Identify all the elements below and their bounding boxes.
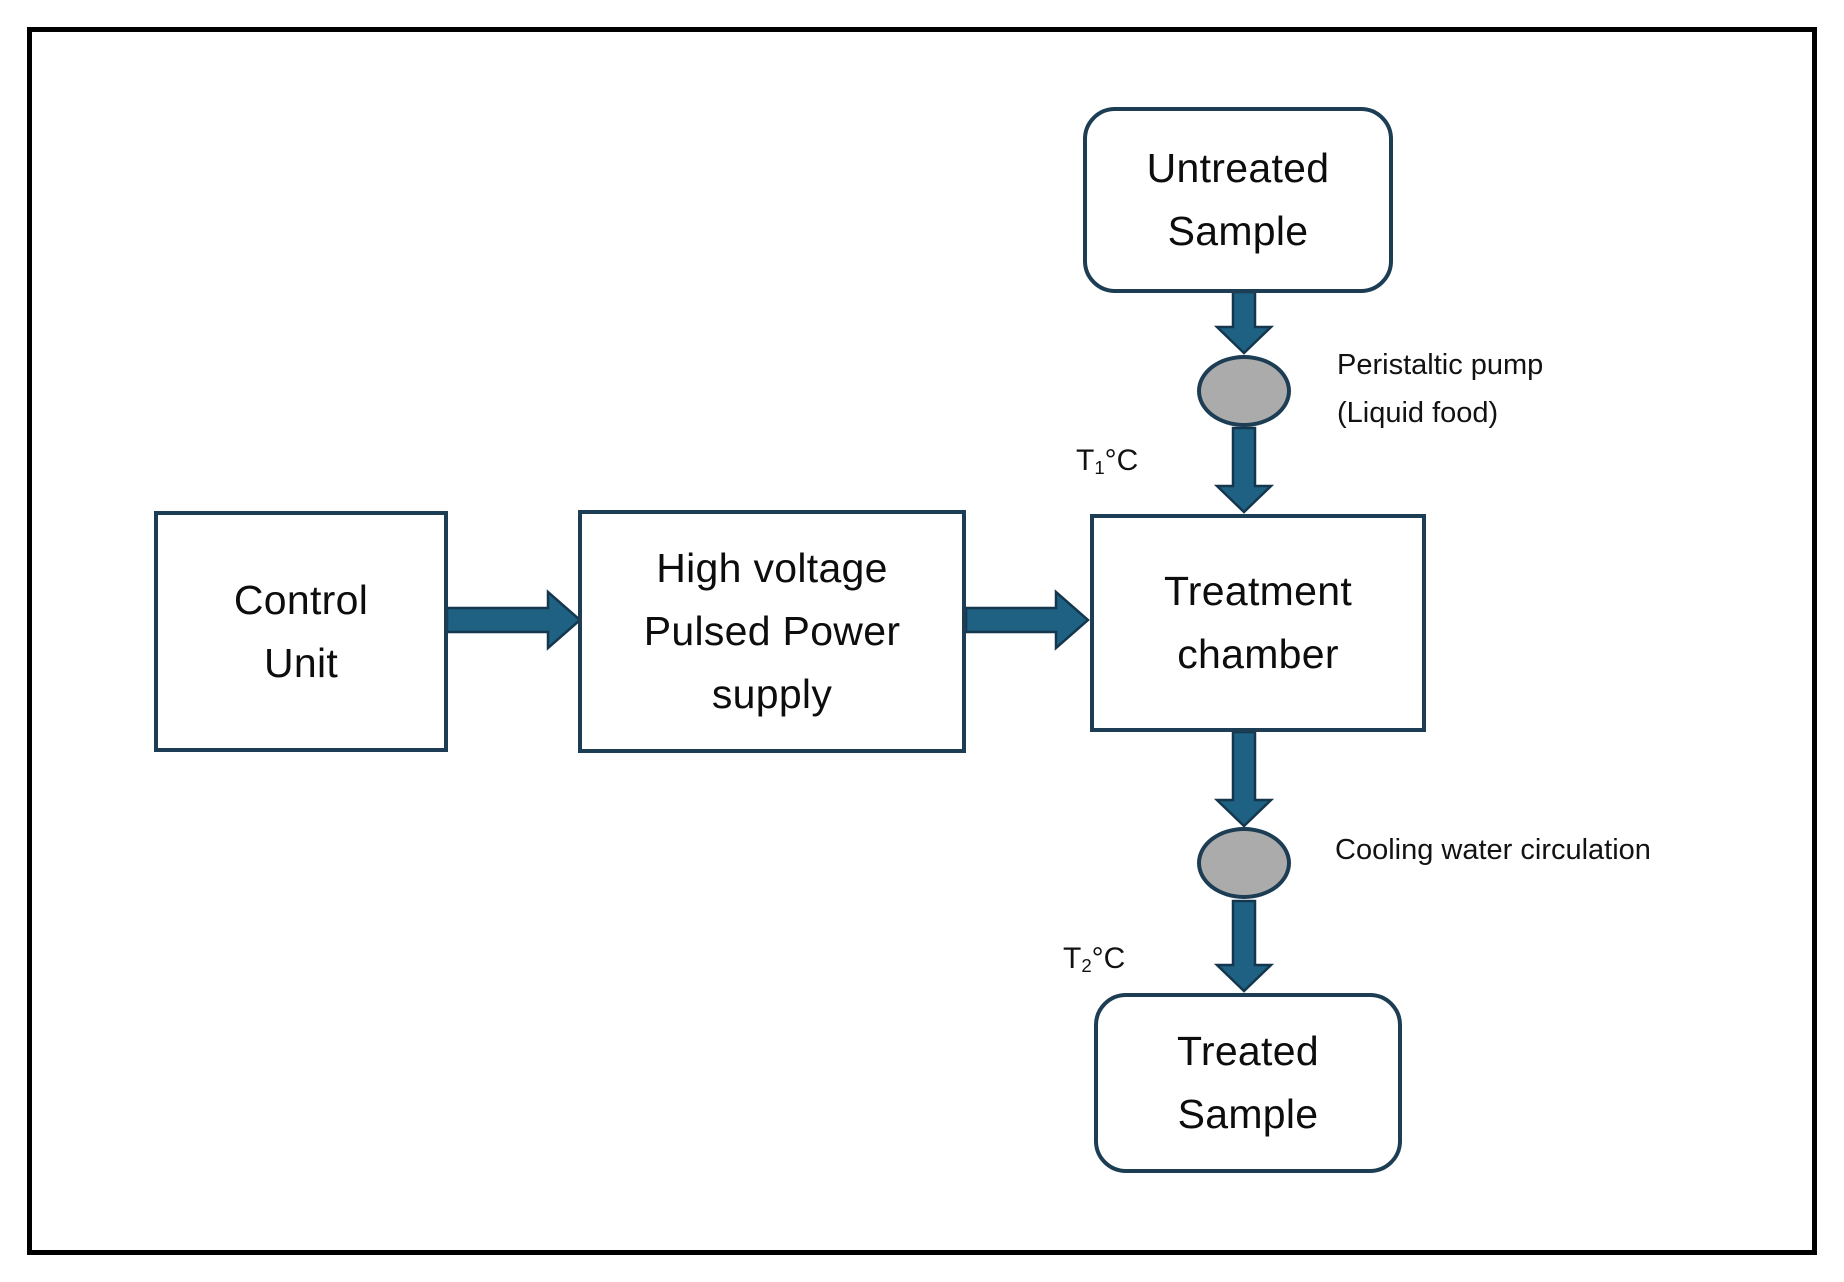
arrow-pump-to-treatment (1213, 426, 1275, 514)
arrow-control-to-supply (445, 589, 582, 651)
node-label-line: Unit (263, 639, 339, 686)
label-t2: T2°C (1063, 942, 1126, 977)
node-label-line: Treated (1177, 1028, 1319, 1074)
diagram-border (27, 27, 1817, 1255)
node-label-line: Control (233, 576, 369, 623)
arrow-supply-to-treatment (964, 589, 1090, 651)
node-hv-pulsed-power-supply: High voltage Pulsed Power supply (578, 510, 966, 753)
peristaltic-pump-ellipse (1197, 355, 1291, 427)
node-label-line: Treatment (1163, 568, 1353, 614)
node-label-line: Untreated (1146, 145, 1330, 191)
node-label-line: supply (711, 671, 833, 717)
arrow-treatment-to-cooling (1213, 730, 1275, 828)
node-control-unit: Control Unit (154, 511, 448, 752)
label-cooling-water: Cooling water circulation (1335, 826, 1651, 874)
label-line: Cooling water circulation (1335, 834, 1651, 866)
node-untreated-sample: Untreated Sample (1083, 107, 1393, 293)
label-line: Peristaltic pump (1337, 349, 1544, 381)
label-t1: T1°C (1076, 444, 1139, 479)
cooling-water-ellipse (1197, 827, 1291, 899)
node-label-line: Sample (1167, 208, 1309, 254)
node-treated-sample: Treated Sample (1094, 993, 1402, 1173)
arrow-cooling-to-treated (1213, 899, 1275, 993)
label-line: (Liquid food) (1337, 397, 1499, 429)
node-label-line: Sample (1177, 1091, 1319, 1137)
node-label-line: Pulsed Power (643, 608, 901, 654)
label-peristaltic-pump: Peristaltic pump (Liquid food) (1337, 341, 1543, 437)
arrow-untreated-to-pump (1213, 290, 1275, 355)
node-treatment-chamber: Treatment chamber (1090, 514, 1426, 732)
node-label-line: chamber (1177, 631, 1339, 677)
node-label-line: High voltage (656, 545, 888, 591)
